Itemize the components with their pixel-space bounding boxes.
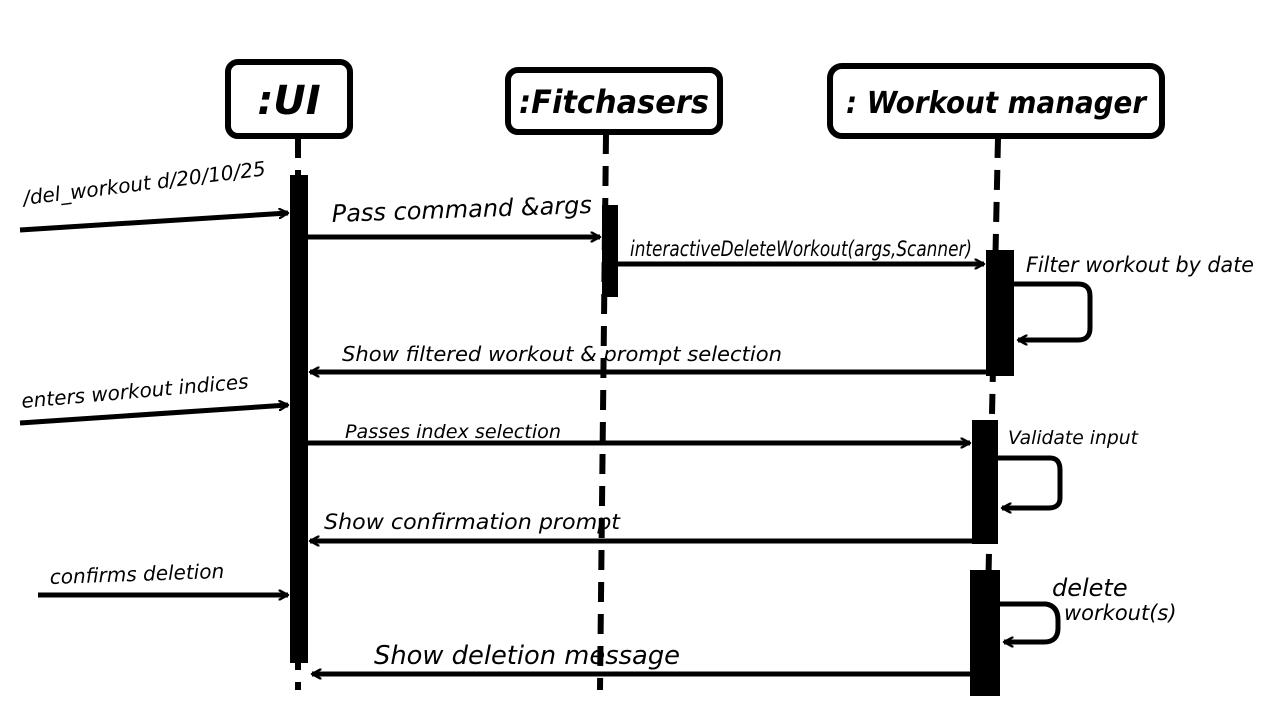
message-label-m11a: delete [1052,574,1128,602]
activation-fitchasers [602,205,618,297]
message-label-m2: Pass command &args [331,191,592,228]
message-label-m11b: workout(s) [1064,601,1177,625]
activation-wm-filter [986,250,1014,376]
activation-ui [290,175,308,663]
participant-fitchasers-label: :Fitchasers [519,83,709,121]
message-label-m5: Show filtered workout & prompt selection [342,342,782,366]
message-label-m6: enters workout indices [20,369,249,413]
participant-fitchasers: :Fitchasers [505,67,723,135]
participant-ui-label: :UI [257,78,320,124]
activation-wm-delete [970,570,1000,696]
message-label-m9: Show confirmation prompt [324,510,621,534]
participant-workout-manager-label: : Workout manager [846,86,1148,121]
activation-wm-validate [972,420,998,544]
message-arrow-m8 [998,455,1063,508]
message-label-m3: interactiveDeleteWorkout(args,Scanner) [630,237,972,261]
participant-ui: :UI [225,59,353,139]
message-arrow-m6 [19,405,288,426]
message-arrow-m4 [1014,281,1093,340]
message-label-m10: confirms deletion [49,559,224,589]
lifeline-fitchasers [597,133,609,691]
message-label-m12: Show deletion message [374,641,680,671]
message-arrow-m1 [19,213,288,233]
message-label-m1: /del_workout d/20/10/25 [20,156,267,210]
message-label-m4: Filter workout by date [1026,253,1254,277]
participant-workout-manager: : Workout manager [827,63,1165,139]
message-label-m8: Validate input [1008,427,1140,449]
message-arrow-m11 [1000,601,1061,642]
message-label-m7: Passes index selection [345,421,561,443]
